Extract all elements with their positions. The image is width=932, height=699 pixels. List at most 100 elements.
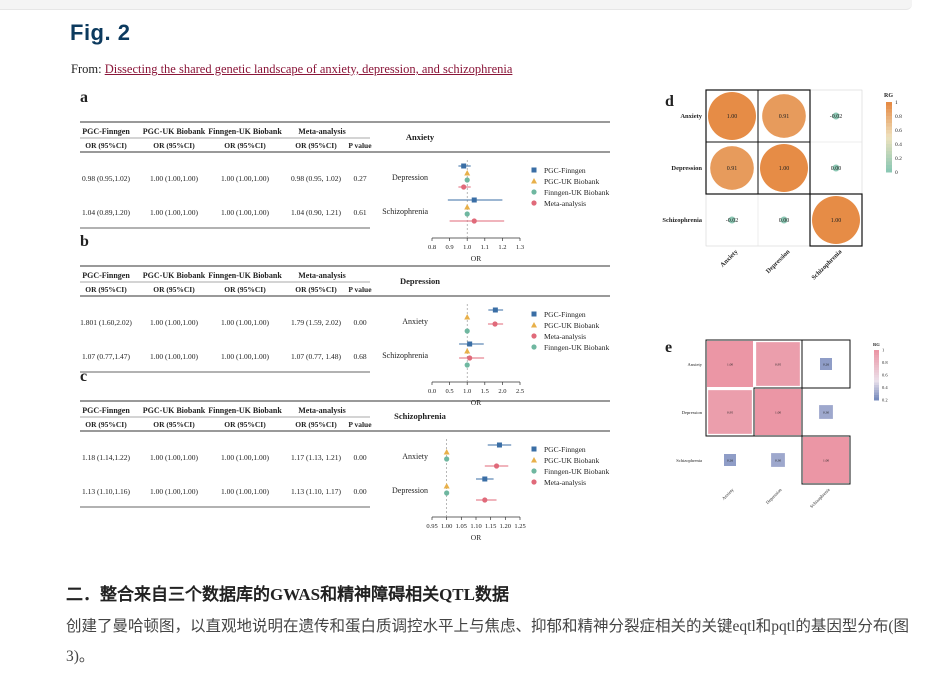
panel-a-x-tick-label: 1.1	[481, 244, 489, 251]
panel-c-x-axis-label: OR	[471, 533, 481, 542]
panel-d-row-label: Depression	[671, 165, 702, 172]
panel-d-scale-swatch	[886, 112, 892, 117]
panel-d-scale-swatch	[886, 165, 892, 169]
panel-a-x-tick-label: 0.8	[428, 244, 436, 251]
panel-e-label: e	[665, 339, 672, 356]
panel-a-row-label: Schizophrenia	[382, 207, 428, 216]
forest-point	[461, 184, 467, 190]
panel-b-col-header: PGC-Finngen	[82, 271, 130, 280]
panel-b-legend-label: PGC-UK Biobank	[544, 321, 599, 330]
browser-top-strip	[0, 0, 912, 10]
heatmap-d-cell	[832, 112, 840, 120]
panel-c-cell: 1.00 (1.00,1.00)	[150, 487, 199, 496]
heatmap-e-cell	[771, 453, 785, 467]
panel-b-cell: 1.00 (1.00,1.00)	[150, 352, 199, 361]
panel-c-cell: 1.00 (1.00,1.00)	[221, 487, 270, 496]
panel-a-cell: 1.00 (1.00,1.00)	[221, 208, 270, 217]
panel-e-row-label: Anxiety	[688, 362, 703, 367]
panel-c-col-header: Finngen-UK Biobank	[208, 406, 282, 415]
panel-a-legend-marker	[531, 167, 537, 173]
panel-a-col-header: PGC-Finngen	[82, 127, 130, 136]
panel-c-cell: 1.00 (1.00,1.00)	[221, 453, 270, 462]
panel-d-cluster-box	[809, 193, 863, 247]
panel-a-x-axis-label: OR	[471, 254, 481, 263]
panel-e-col-label: Anxiety	[721, 487, 735, 501]
heatmap-d-value: 1.00	[779, 166, 790, 172]
panel-c-subcol-header: OR (95%CI)	[85, 420, 127, 429]
panel-b-x-axis-label: OR	[471, 398, 481, 407]
panel-e-scale-swatch	[874, 365, 879, 368]
panel-e-scale-swatch	[874, 355, 879, 358]
panel-a-cell: 0.98 (0.95, 1.02)	[291, 174, 341, 183]
heatmap-e-value: 0.30	[775, 459, 781, 463]
panel-e-row-label: Schizophrenia	[676, 458, 702, 463]
panel-d-scale-tick: 0.8	[895, 114, 902, 120]
panel-e-cluster-box	[801, 435, 851, 485]
panel-d-scale-swatch	[886, 123, 892, 127]
panel-b-row-label: Anxiety	[402, 317, 428, 326]
heatmap-e-value: 1.00	[823, 459, 829, 463]
panel-e-scale-tick: 0.8	[882, 360, 888, 365]
panel-a-subcol-header: OR (95%CI)	[295, 141, 337, 150]
panel-a-x-tick-label: 1.3	[516, 244, 524, 251]
heatmap-d-cell	[780, 216, 788, 224]
panel-d-scale-swatch	[886, 109, 892, 113]
panel-b-legend-marker	[531, 322, 537, 328]
panel-b-legend-label: Finngen-UK Biobank	[544, 343, 609, 352]
panel-b-x-tick-label: 2.0	[498, 388, 506, 395]
panel-b-cell: 1.07 (0.77, 1.48)	[291, 352, 341, 361]
panel-c-legend-marker	[531, 457, 537, 463]
panel-b-x-tick-label: 2.5	[516, 388, 524, 395]
panel-b-legend-marker	[531, 344, 537, 350]
panel-a-x-tick-label: 1.0	[463, 244, 471, 251]
panel-d-scale-swatch	[886, 116, 892, 120]
forest-point	[464, 170, 471, 176]
heatmap-e-value: 0.26	[727, 459, 733, 463]
panel-b-subcol-header: OR (95%CI)	[295, 285, 337, 294]
panel-b-cell: 1.00 (1.00,1.00)	[221, 318, 270, 327]
panel-c-legend-label: PGC-UK Biobank	[544, 456, 599, 465]
heatmap-e-cell	[820, 358, 832, 370]
panel-d-scale-swatch	[886, 168, 892, 173]
panel-b-x-tick-label: 0.0	[428, 388, 436, 395]
panel-e-col-label: Depression	[765, 487, 783, 505]
panel-e-col-label: Schizophrenia	[809, 487, 831, 509]
panel-e-scale-swatch	[874, 397, 879, 401]
panel-b-outcome-title: Depression	[400, 276, 440, 286]
panel-a-legend-label: PGC-UK Biobank	[544, 177, 599, 186]
panel-b-cell: 0.00	[353, 318, 366, 327]
forest-point	[464, 204, 471, 210]
panel-d-scale-swatch	[886, 140, 892, 145]
panel-a-legend-marker	[531, 189, 537, 195]
panel-d-scale-swatch	[886, 154, 892, 159]
panel-e-scale-tick: 0.4	[882, 385, 888, 390]
panel-a-subcol-header: P value	[348, 141, 372, 150]
panel-d-row-label: Schizophrenia	[662, 217, 702, 224]
forest-point	[467, 355, 473, 361]
heatmap-d-cell	[728, 216, 736, 224]
panel-a-subcol-header: OR (95%CI)	[224, 141, 266, 150]
panel-c-cell: 1.13 (1.10, 1.17)	[291, 487, 341, 496]
heatmap-e-value: 0.26	[823, 363, 829, 367]
panel-d-scale-swatch	[886, 158, 892, 162]
panel-d-scale-tick: 0	[895, 170, 898, 176]
source-article-link[interactable]: Dissecting the shared genetic landscape …	[104, 62, 513, 76]
panel-a-legend-label: PGC-Finngen	[544, 166, 586, 175]
panel-a-legend-label: Finngen-UK Biobank	[544, 188, 609, 197]
panel-c-cell: 1.18 (1.14,1.22)	[82, 453, 131, 462]
panel-e-scale-swatch	[874, 377, 879, 381]
panel-e-scale-tick: 0.2	[882, 398, 888, 403]
heatmap-d-value: 1.00	[727, 114, 738, 120]
panel-b-cell: 1.79 (1.59, 2.02)	[291, 318, 341, 327]
forest-point	[464, 177, 470, 183]
panel-d-scale-swatch	[886, 119, 892, 124]
panel-d-row-label: Anxiety	[680, 113, 702, 120]
panel-a-col-header: Meta-analysis	[298, 127, 346, 136]
heatmap-e-cell	[708, 390, 752, 434]
panel-d-col-label: Depression	[765, 248, 792, 275]
forest-point	[464, 348, 471, 354]
forest-point	[444, 456, 450, 462]
panel-a-cell: 1.04 (0.89,1.20)	[82, 208, 131, 217]
panel-c-row-label: Anxiety	[402, 452, 428, 461]
